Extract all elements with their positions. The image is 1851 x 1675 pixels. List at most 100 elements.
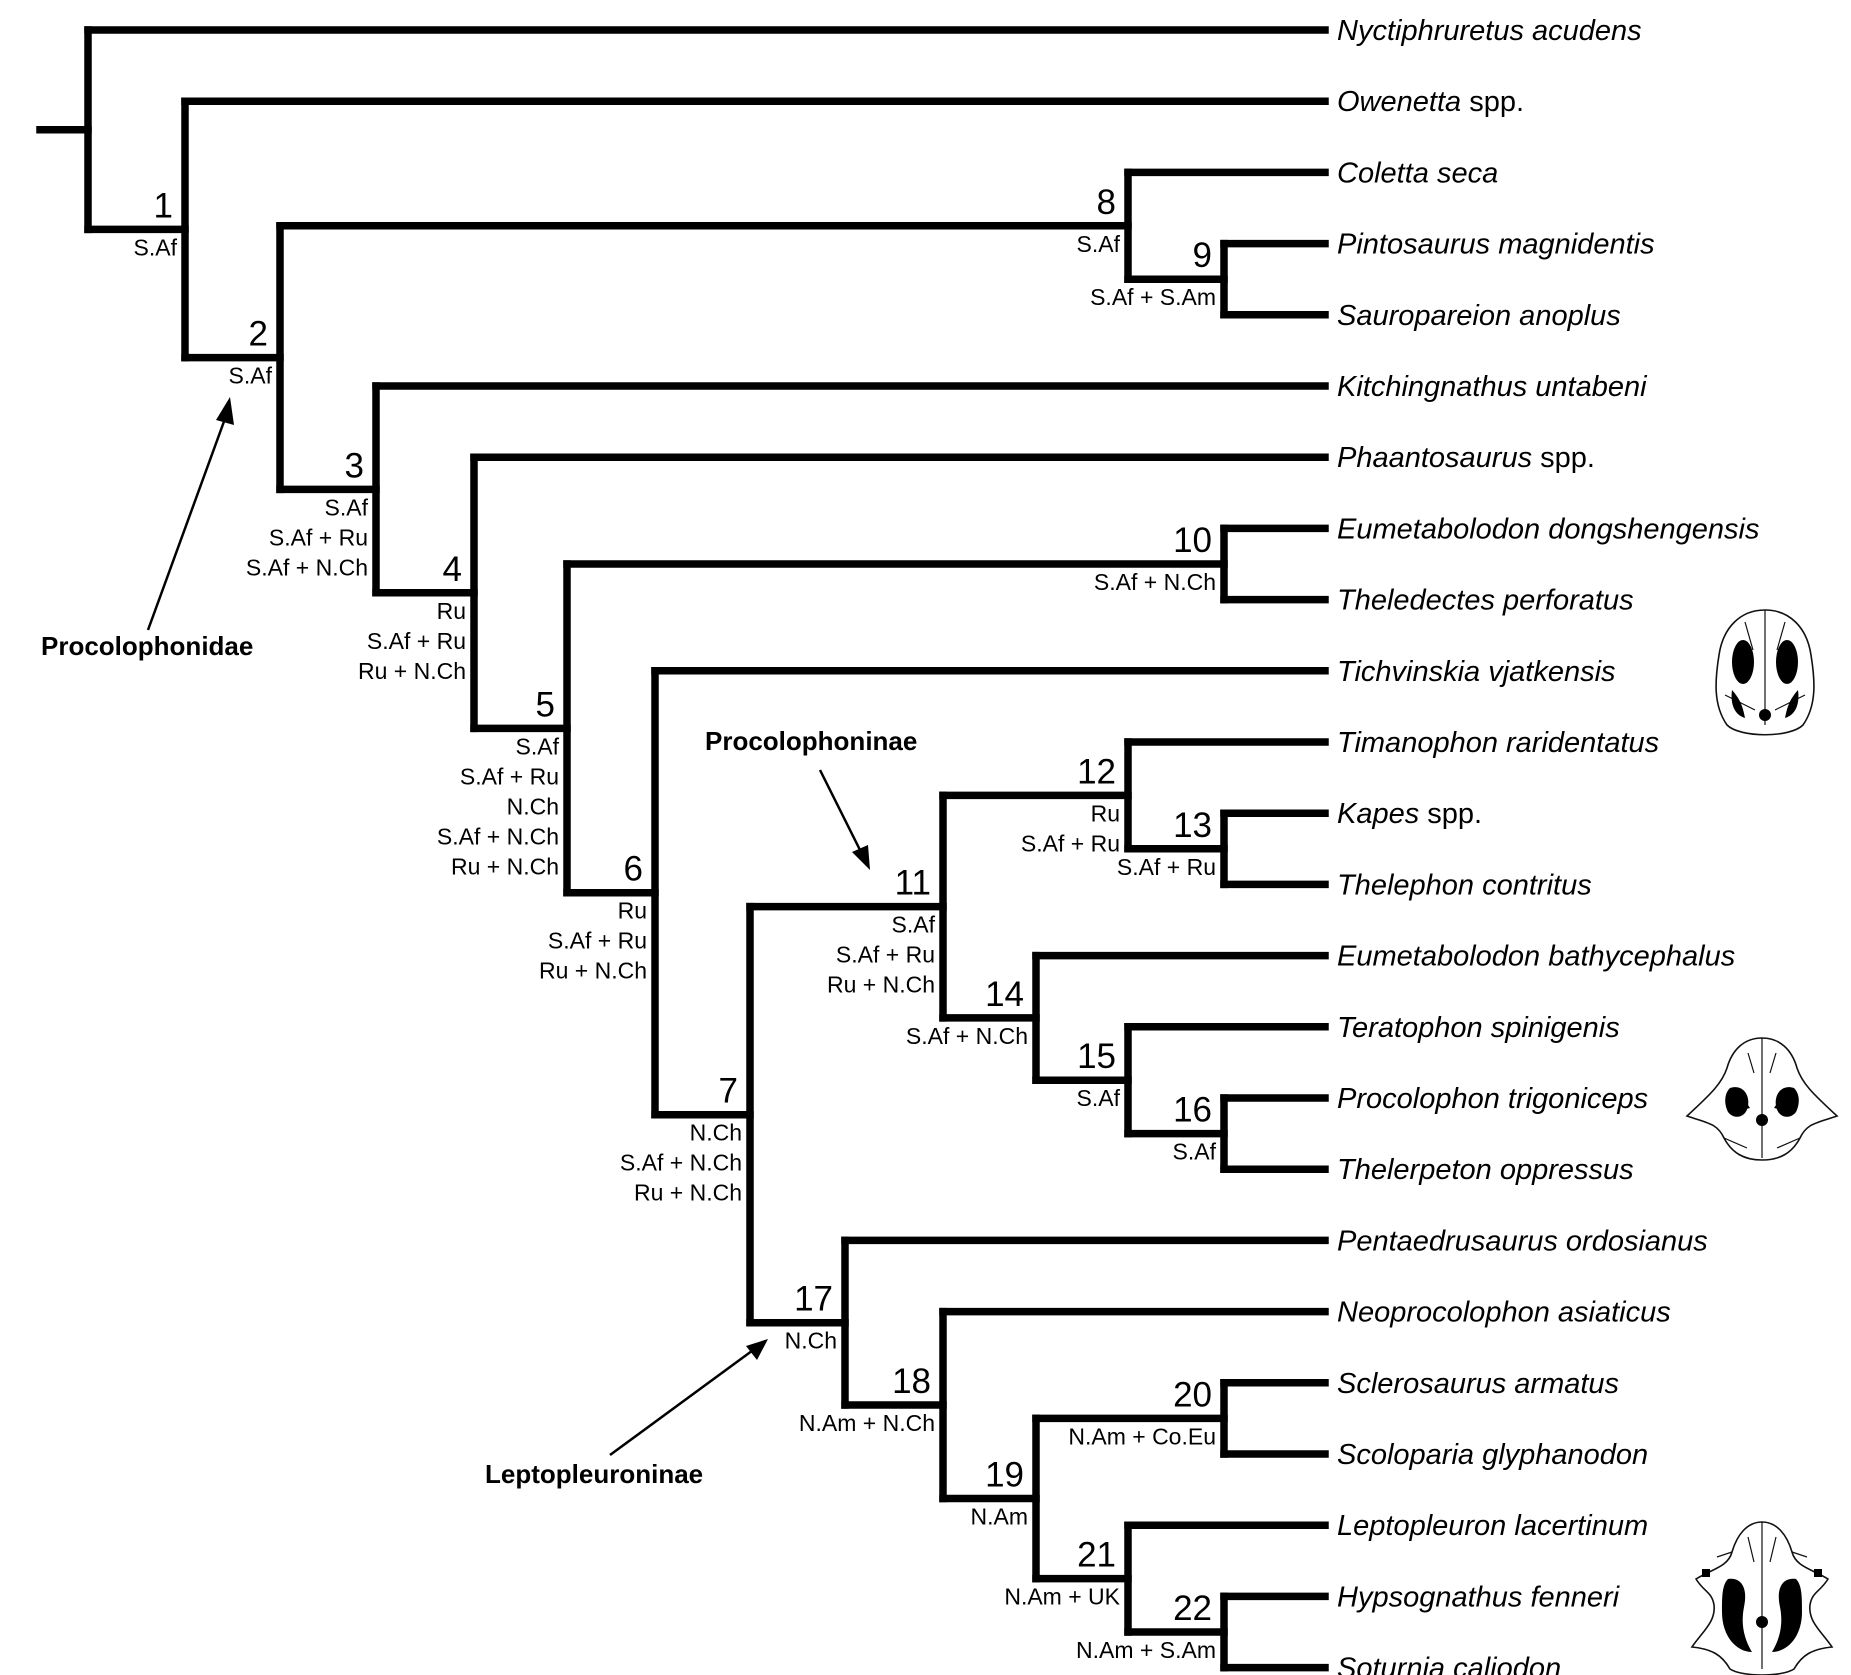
- taxon-name: Theledectes perforatus: [1337, 585, 1634, 617]
- ancestral-area-label: N.Am + N.Ch: [799, 1410, 935, 1436]
- node-number: 22: [1173, 1589, 1212, 1628]
- ancestral-area-label: S.Af + Ru: [367, 628, 466, 654]
- taxon-label: Thelerpeton oppressus: [1337, 1154, 1634, 1186]
- node-number: 11: [895, 864, 931, 903]
- node-number: 5: [536, 685, 555, 724]
- taxon-name: Pentaedrusaurus ordosianus: [1337, 1225, 1708, 1257]
- ancestral-area-label: S.Af + Ru: [1117, 854, 1216, 880]
- ancestral-area-label: Ru: [618, 898, 647, 924]
- ancestral-area-label: S.Af + N.Ch: [1094, 569, 1216, 595]
- taxon-label: Sclerosaurus armatus: [1337, 1368, 1619, 1400]
- taxon-label: Thelephon contritus: [1337, 869, 1592, 901]
- taxon-label: Theledectes perforatus: [1337, 585, 1634, 617]
- node-number: 21: [1077, 1536, 1116, 1575]
- taxon-name: Owenetta: [1337, 86, 1461, 118]
- taxon-name: Kitchingnathus untabeni: [1337, 371, 1648, 403]
- ancestral-area-label: Ru + N.Ch: [539, 958, 647, 984]
- ancestral-area-label: S.Af + Ru: [460, 763, 559, 789]
- taxon-label: Timanophon raridentatus: [1337, 727, 1659, 759]
- ancestral-area-label: N.Am + Co.Eu: [1068, 1423, 1216, 1449]
- taxon-label: Kapes spp.: [1337, 798, 1482, 830]
- leptopleuroninae-arrow: [609, 1343, 761, 1457]
- taxon-name: Teratophon spinigenis: [1337, 1012, 1620, 1044]
- procolophoninae-arrow: [818, 769, 867, 861]
- ancestral-area-label: S.Af + N.Ch: [906, 1023, 1028, 1049]
- node-number: 18: [892, 1362, 931, 1401]
- node-number: 12: [1077, 752, 1116, 791]
- node-number: 7: [719, 1072, 738, 1111]
- node-number: 10: [1173, 521, 1212, 560]
- taxon-name: Coletta seca: [1337, 157, 1498, 189]
- taxon-label: Hypsognathus fenneri: [1337, 1581, 1621, 1613]
- taxon-label: Scoloparia glyphanodon: [1337, 1439, 1648, 1471]
- procolophoninae-arrowhead: [852, 845, 870, 870]
- node-number: 15: [1077, 1037, 1116, 1076]
- ancestral-area-label: S.Af + N.Ch: [246, 554, 368, 580]
- taxon-name: Tichvinskia vjatkensis: [1337, 656, 1616, 688]
- taxon-suffix: spp.: [1532, 442, 1595, 474]
- node-number: 9: [1193, 236, 1212, 275]
- node-number: 17: [794, 1280, 833, 1319]
- ancestral-area-label: Ru: [1091, 800, 1120, 826]
- taxon-name: Timanophon raridentatus: [1337, 727, 1659, 759]
- taxon-suffix: spp.: [1461, 86, 1524, 118]
- taxon-label: Sauropareion anoplus: [1337, 300, 1621, 332]
- ancestral-area-label: Ru + N.Ch: [634, 1180, 742, 1206]
- taxon-label: Tichvinskia vjatkensis: [1337, 656, 1616, 688]
- ancestral-area-label: S.Af: [1077, 1085, 1121, 1111]
- taxon-name: Phaantosaurus: [1337, 442, 1532, 474]
- taxon-name: Thelerpeton oppressus: [1337, 1154, 1634, 1186]
- taxon-label: Teratophon spinigenis: [1337, 1012, 1620, 1044]
- ancestral-area-label: S.Af: [134, 234, 178, 260]
- clade-annotations: Procolophonidae Procolophoninae Leptople…: [41, 397, 917, 1489]
- taxon-label: Coletta seca: [1337, 157, 1498, 189]
- taxon-name: Neoprocolophon asiaticus: [1337, 1297, 1671, 1329]
- node-number: 13: [1173, 806, 1212, 845]
- ancestral-area-label: Ru + N.Ch: [827, 972, 935, 998]
- taxon-name: Pintosaurus magnidentis: [1337, 229, 1655, 261]
- taxon-label: Kitchingnathus untabeni: [1337, 371, 1648, 403]
- ancestral-area-label: S.Af + Ru: [836, 942, 935, 968]
- taxon-label: Procolophon trigoniceps: [1337, 1083, 1648, 1115]
- taxon-label: Owenetta spp.: [1337, 86, 1524, 118]
- ancestral-area-label: N.Ch: [507, 793, 559, 819]
- taxon-name: Soturnia caliodon: [1337, 1653, 1561, 1675]
- taxon-name: Thelephon contritus: [1337, 869, 1592, 901]
- node-number: 20: [1173, 1375, 1212, 1414]
- taxon-label: Pentaedrusaurus ordosianus: [1337, 1225, 1708, 1257]
- node-number: 14: [985, 975, 1024, 1014]
- taxon-name: Hypsognathus fenneri: [1337, 1581, 1621, 1613]
- ancestral-area-label: S.Af + Ru: [548, 928, 647, 954]
- ancestral-area-label: Ru + N.Ch: [358, 658, 466, 684]
- ancestral-area-label: N.Am + UK: [1004, 1584, 1120, 1610]
- taxon-name: Scoloparia glyphanodon: [1337, 1439, 1648, 1471]
- taxon-name: Eumetabolodon dongshengensis: [1337, 513, 1759, 545]
- taxon-name: Nyctiphruretus acudens: [1337, 15, 1642, 47]
- leptopleuroninae-arrowhead: [746, 1339, 768, 1360]
- ancestral-area-label: S.Af: [1077, 231, 1121, 257]
- taxon-name: Leptopleuron lacertinum: [1337, 1510, 1648, 1542]
- ancestral-area-label: Ru: [437, 598, 466, 624]
- node-number: 3: [345, 446, 364, 485]
- procolophonidae-arrow: [146, 404, 232, 631]
- ancestral-area-label: S.Af + Ru: [269, 524, 368, 550]
- ancestral-area-label: S.Af + N.Ch: [437, 823, 559, 849]
- ancestral-area-label: S.Af + S.Am: [1090, 284, 1216, 310]
- ancestral-area-label: S.Af + Ru: [1021, 830, 1120, 856]
- ancestral-area-label: Ru + N.Ch: [451, 853, 559, 879]
- ancestral-area-label: S.Af: [892, 912, 936, 938]
- node-number: 2: [249, 315, 268, 354]
- taxon-label: Soturnia caliodon: [1337, 1653, 1561, 1675]
- ancestral-area-label: N.Ch: [690, 1120, 742, 1146]
- taxon-label: Nyctiphruretus acudens: [1337, 15, 1642, 47]
- ancestral-area-label: N.Am + S.Am: [1076, 1637, 1216, 1663]
- node-number: 19: [985, 1456, 1024, 1495]
- taxon-label: Neoprocolophon asiaticus: [1337, 1297, 1671, 1329]
- taxon-name: Eumetabolodon bathycephalus: [1337, 941, 1735, 973]
- taxon-label: Eumetabolodon bathycephalus: [1337, 941, 1735, 973]
- skull-dorsal-icon: [1690, 1521, 1834, 1675]
- node-number: 1: [154, 186, 173, 225]
